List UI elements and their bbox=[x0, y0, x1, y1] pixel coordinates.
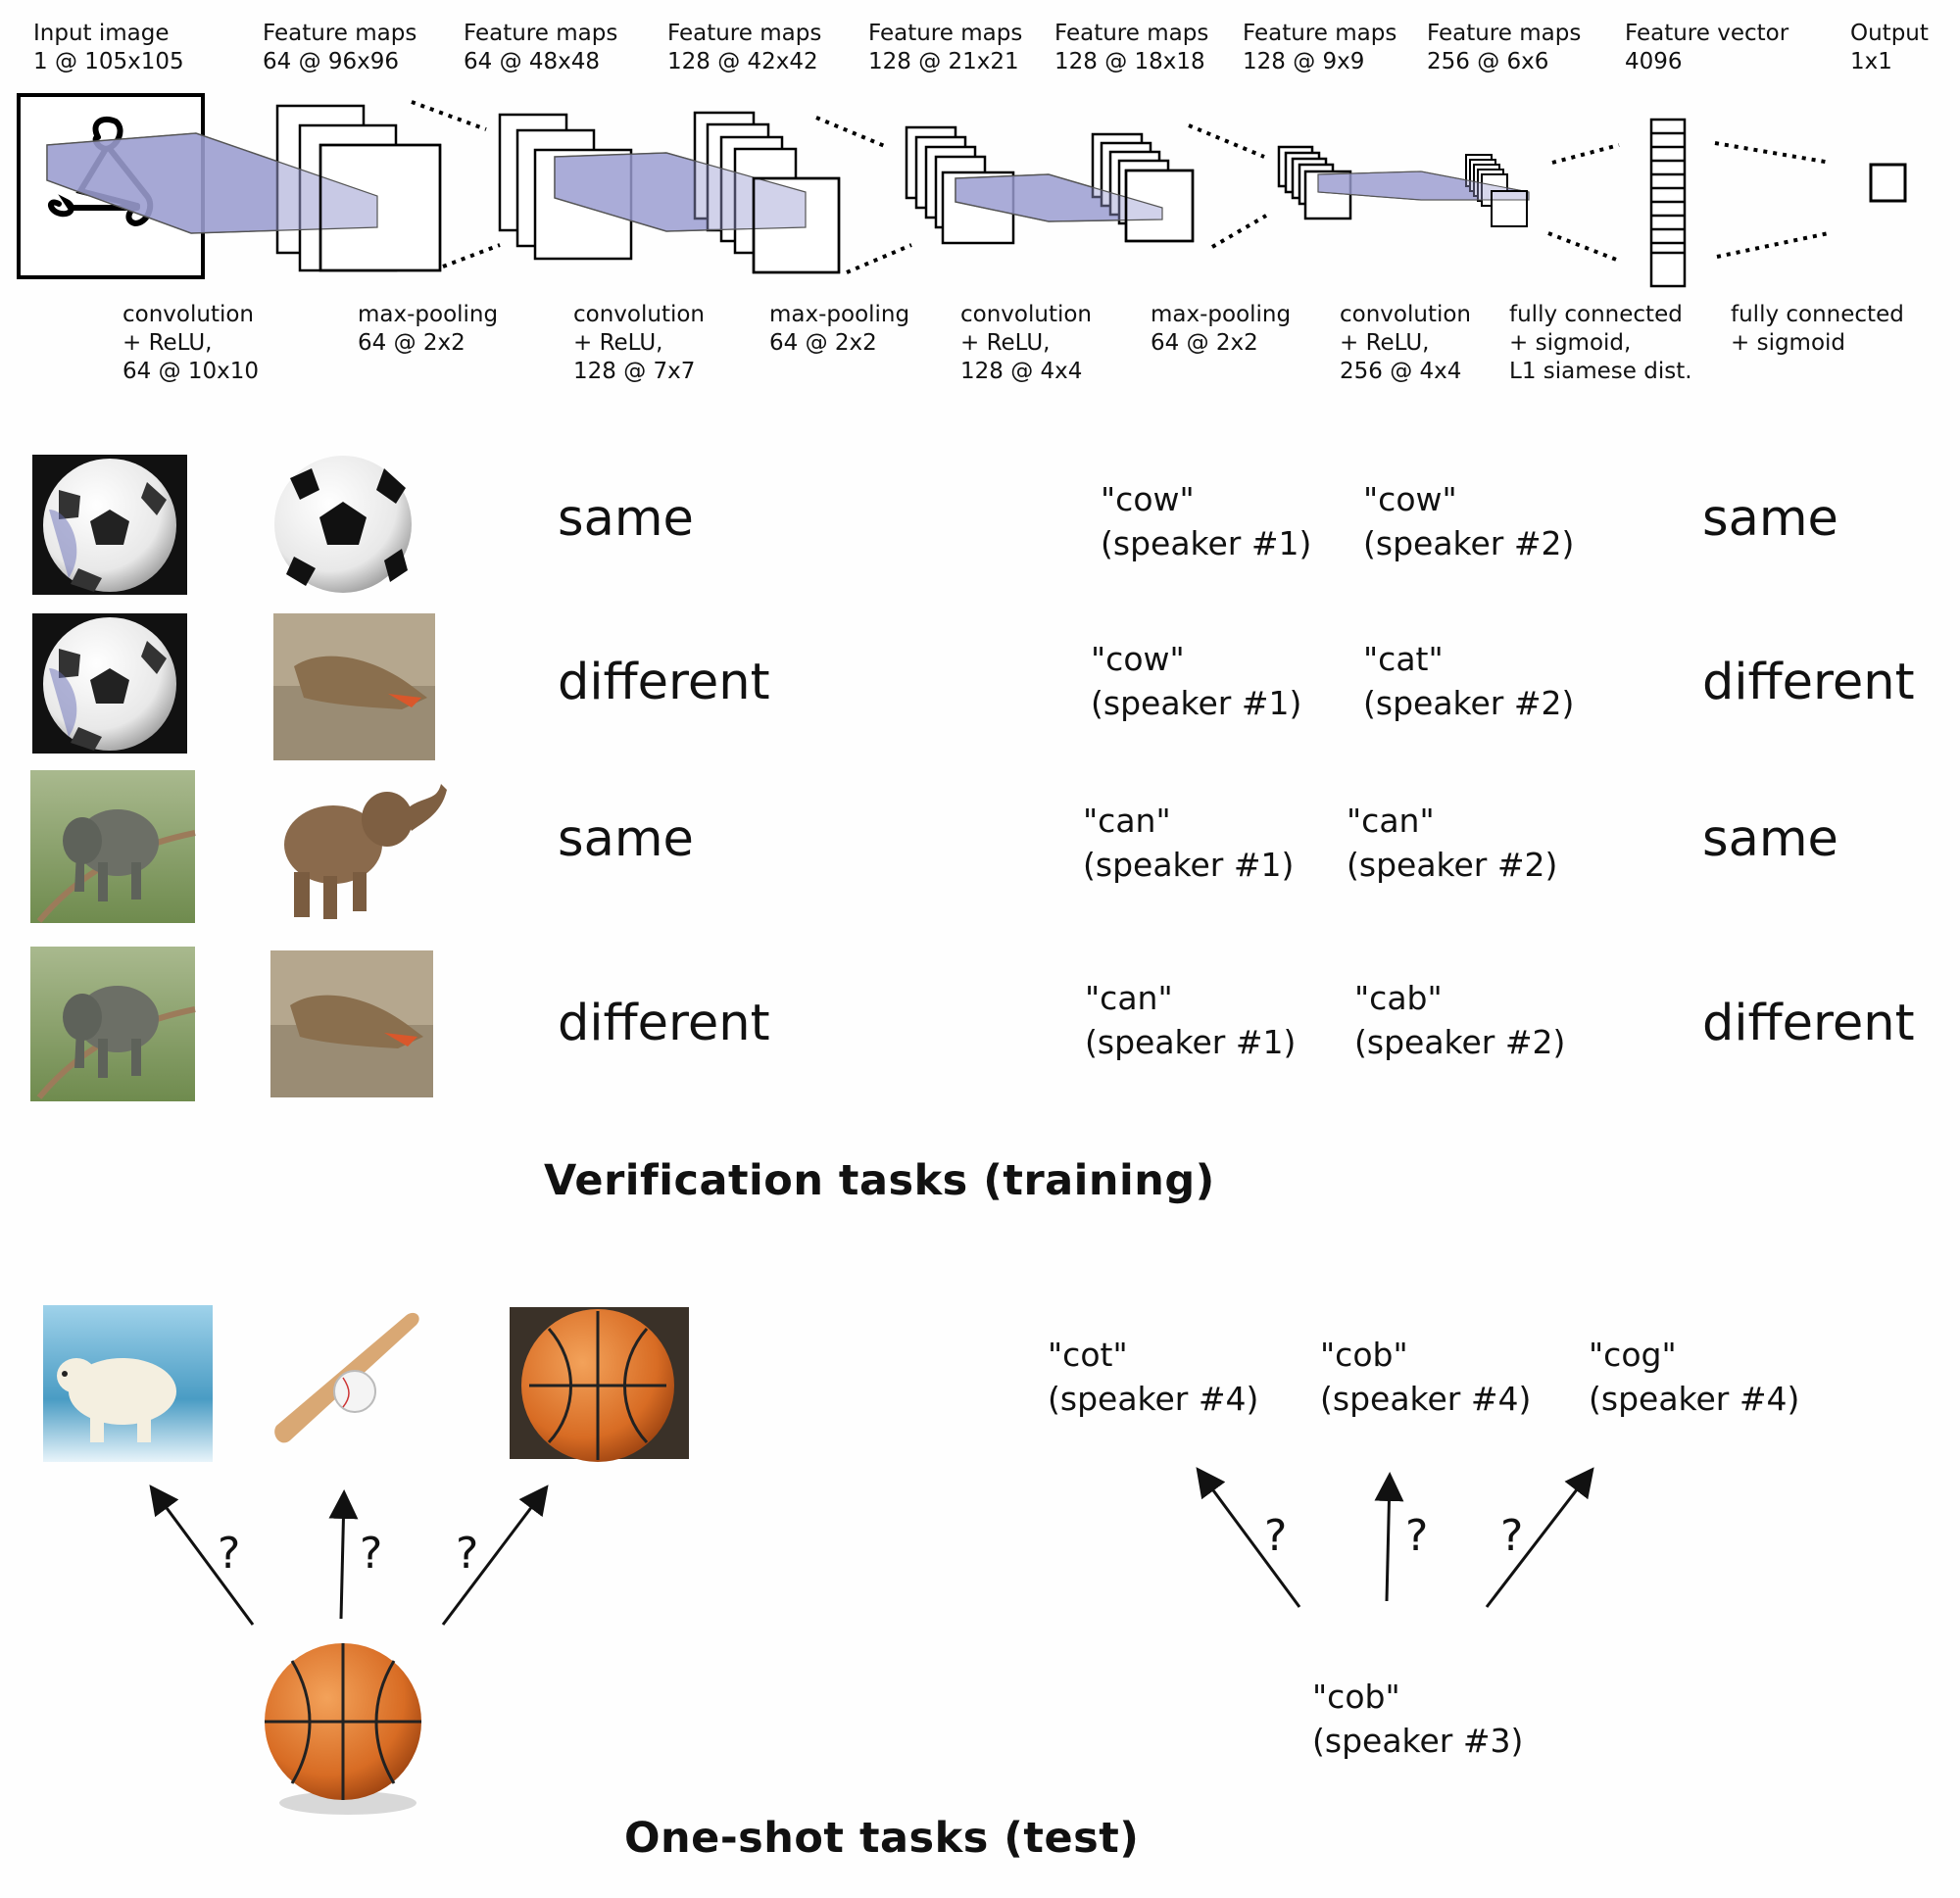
image-verdict-1: same bbox=[558, 490, 694, 548]
image-verdict-2: different bbox=[558, 654, 770, 711]
oneshot-heading: One-shot tasks (test) bbox=[624, 1814, 1140, 1863]
question-mark-image-1: ? bbox=[218, 1529, 241, 1579]
audio-query: "cob"(speaker #3) bbox=[1312, 1678, 1524, 1760]
feature-vector-4096 bbox=[1649, 118, 1687, 288]
audio-row4-b: "cab"(speaker #2) bbox=[1354, 979, 1566, 1061]
op-label-conv1: convolution + ReLU, 64 @ 10x10 bbox=[122, 302, 260, 384]
audio-candidate-3: "cog"(speaker #4) bbox=[1589, 1336, 1800, 1418]
audio-row2-b: "cat"(speaker #2) bbox=[1363, 640, 1575, 722]
audio-candidate-1: "cot"(speaker #4) bbox=[1048, 1336, 1259, 1418]
op-label-conv4: convolution + ReLU, 256 @ 4x4 bbox=[1340, 302, 1472, 384]
photo-crocodile bbox=[273, 613, 435, 760]
photo-crocodile-2 bbox=[270, 950, 433, 1097]
question-mark-audio-3: ? bbox=[1500, 1511, 1524, 1561]
question-mark-image-3: ? bbox=[456, 1529, 479, 1579]
question-mark-audio-1: ? bbox=[1264, 1511, 1288, 1561]
image-query-arrows bbox=[149, 1484, 549, 1626]
audio-row3-a: "can"(speaker #1) bbox=[1083, 802, 1295, 884]
op-label-pool1: max-pooling 64 @ 2x2 bbox=[358, 302, 499, 356]
photo-elephant bbox=[284, 784, 447, 919]
output-unit bbox=[1869, 163, 1907, 203]
audio-row2-a: "cow"(speaker #1) bbox=[1091, 640, 1302, 722]
op-label-conv2: convolution + ReLU, 128 @ 7x7 bbox=[573, 302, 706, 384]
audio-row1-a: "cow"(speaker #1) bbox=[1101, 480, 1312, 562]
verification-heading: Verification tasks (training) bbox=[544, 1156, 1215, 1205]
audio-query-arrows bbox=[1196, 1467, 1594, 1608]
op-label-fc1: fully connected + sigmoid, L1 siamese di… bbox=[1509, 302, 1692, 384]
op-label-conv3: convolution + ReLU, 128 @ 4x4 bbox=[960, 302, 1093, 384]
audio-verdict-4: different bbox=[1702, 995, 1915, 1052]
image-verdict-4: different bbox=[558, 995, 770, 1052]
op-label-pool3: max-pooling 64 @ 2x2 bbox=[1151, 302, 1292, 356]
question-mark-audio-2: ? bbox=[1405, 1511, 1429, 1561]
audio-verdict-3: same bbox=[1702, 810, 1838, 868]
network-diagram bbox=[17, 93, 1907, 288]
audio-candidate-2: "cob"(speaker #4) bbox=[1320, 1336, 1532, 1418]
photo-basketball-closeup bbox=[510, 1307, 689, 1462]
op-label-pool2: max-pooling 64 @ 2x2 bbox=[769, 302, 910, 356]
op-label-fc2: fully connected + sigmoid bbox=[1731, 302, 1904, 356]
audio-verdict-1: same bbox=[1702, 490, 1838, 548]
layer-connectors bbox=[411, 100, 1832, 274]
photo-basketball-query bbox=[265, 1643, 421, 1815]
audio-row4-a: "can"(speaker #1) bbox=[1085, 979, 1297, 1061]
audio-verdict-2: different bbox=[1702, 654, 1915, 711]
photo-baseball-bat bbox=[274, 1312, 419, 1443]
audio-row1-b: "cow"(speaker #2) bbox=[1363, 480, 1575, 562]
image-verdict-3: same bbox=[558, 810, 694, 868]
question-mark-image-2: ? bbox=[360, 1529, 383, 1579]
photo-elephant-in-grass-2 bbox=[30, 947, 196, 1101]
photo-elephant-in-grass bbox=[30, 770, 196, 923]
photo-polar-bear bbox=[43, 1305, 213, 1462]
photo-soccer-ball bbox=[274, 456, 412, 593]
feature-maps-128-18 bbox=[1091, 132, 1195, 243]
photo-soccer-ball-framed bbox=[32, 455, 187, 595]
photo-soccer-ball-framed-2 bbox=[32, 613, 187, 754]
audio-row3-b: "can"(speaker #2) bbox=[1347, 802, 1558, 884]
